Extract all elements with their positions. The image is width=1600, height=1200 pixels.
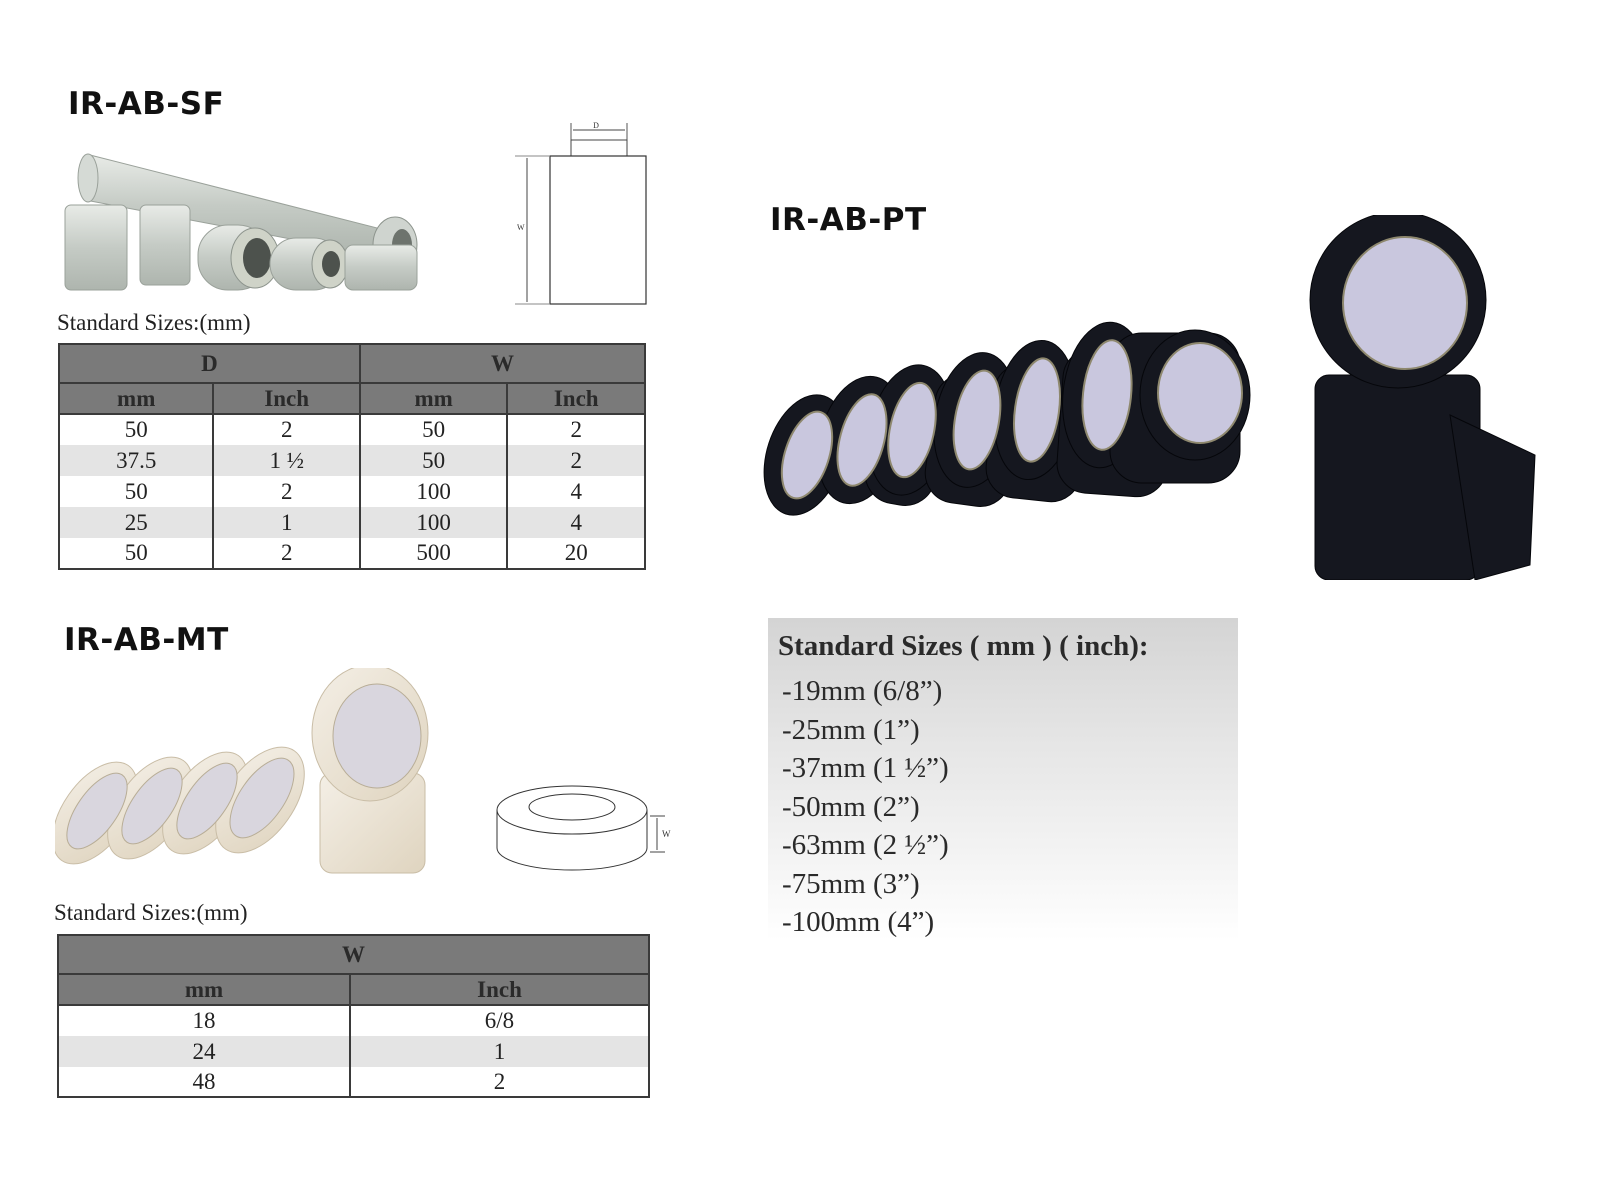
- mt-group-header-w: W: [57, 934, 650, 975]
- mt-caption: Standard Sizes:(mm): [54, 900, 248, 925]
- sf-col-header: mm: [358, 382, 509, 415]
- table-cell: 50: [57, 538, 215, 570]
- table-cell: 1 ½: [212, 445, 361, 476]
- table-cell: 50: [358, 445, 509, 476]
- table-cell: 4: [506, 507, 646, 538]
- sf-title: IR-AB-SF: [68, 86, 225, 122]
- pt-title: IR-AB-PT: [770, 202, 927, 238]
- mt-dimension-diagram: W: [496, 785, 671, 871]
- sf-diagram-d-label: D: [593, 121, 599, 130]
- table-cell: 4: [506, 476, 646, 507]
- pvc-tape-photo: [763, 215, 1536, 580]
- table-row: 24 1: [57, 1036, 650, 1067]
- table-cell: 24: [57, 1036, 351, 1067]
- list-item: -100mm (4”): [782, 906, 935, 938]
- masking-tape-photo: [55, 668, 429, 874]
- sf-group-header-w: W: [358, 343, 647, 384]
- sf-diagram-w-label: W: [517, 223, 525, 232]
- mt-title: IR-AB-MT: [64, 622, 229, 658]
- table-row: 25 1 100 4: [57, 507, 646, 538]
- stretch-film-photo: [64, 153, 418, 291]
- table-cell: 2: [212, 476, 361, 507]
- table-cell: 2: [506, 445, 646, 476]
- list-item: -50mm (2”): [782, 790, 920, 823]
- table-cell: 2: [349, 1067, 650, 1098]
- pt-standard-sizes-box: Standard Sizes ( mm ) ( inch): -19mm (6/…: [768, 618, 1238, 940]
- sf-group-header-d: D: [58, 343, 361, 384]
- list-item: -37mm (1 ½”): [782, 752, 949, 784]
- sf-dimension-diagram: D W: [515, 121, 647, 305]
- table-cell: 2: [212, 538, 361, 570]
- table-row: 50 2 100 4: [57, 476, 646, 507]
- table-cell: 2: [212, 414, 361, 445]
- table-row: 48 2: [57, 1067, 650, 1098]
- table-row: 18 6/8: [57, 1005, 650, 1036]
- mt-size-table: W mm Inch 18 6/8 24 1 48 2: [57, 934, 650, 1098]
- pt-sizes-title: Standard Sizes ( mm ) ( inch):: [778, 630, 1149, 662]
- table-cell: 25: [57, 507, 215, 538]
- table-cell: 50: [57, 476, 215, 507]
- sf-caption: Standard Sizes:(mm): [57, 310, 251, 335]
- sf-col-header: mm: [57, 382, 215, 415]
- table-cell: 2: [506, 414, 646, 445]
- table-cell: 50: [57, 414, 215, 445]
- table-row: 50 2 500 20: [57, 538, 646, 570]
- sf-col-header: Inch: [212, 382, 361, 415]
- mt-diagram-w-label: W: [662, 829, 671, 839]
- table-cell: 20: [506, 538, 646, 570]
- mt-col-header: Inch: [349, 973, 650, 1006]
- table-row: 50 2 50 2: [57, 414, 646, 445]
- table-cell: 50: [358, 414, 509, 445]
- table-cell: 500: [358, 538, 509, 570]
- pt-sizes-list: -19mm (6/8”) -25mm (1”) -37mm (1 ½”) -50…: [782, 672, 949, 942]
- list-item: -63mm (2 ½”): [782, 829, 949, 861]
- table-cell: 18: [57, 1005, 351, 1036]
- table-cell: 100: [358, 507, 509, 538]
- list-item: -19mm (6/8”): [782, 675, 943, 707]
- table-cell: 37.5: [57, 445, 215, 476]
- table-cell: 100: [358, 476, 509, 507]
- list-item: -75mm (3”): [782, 867, 920, 900]
- list-item: -25mm (1”): [782, 713, 920, 746]
- sf-size-table: D W mm Inch mm Inch 50 2 50 2 37.5 1 ½ 5…: [57, 343, 647, 570]
- table-cell: 1: [212, 507, 361, 538]
- sf-col-header: Inch: [506, 382, 646, 415]
- mt-col-header: mm: [57, 973, 351, 1006]
- table-cell: 6/8: [349, 1005, 650, 1036]
- table-cell: 48: [57, 1067, 351, 1098]
- table-row: 37.5 1 ½ 50 2: [57, 445, 646, 476]
- table-cell: 1: [349, 1036, 650, 1067]
